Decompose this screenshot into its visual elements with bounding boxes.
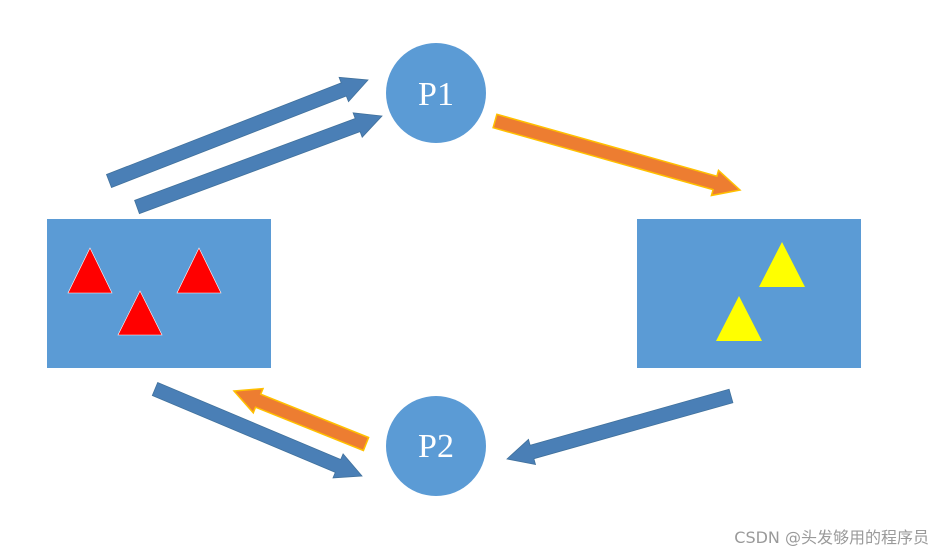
arrow-p1-to-right	[492, 113, 742, 197]
arrow-right-to-p2	[506, 388, 734, 466]
yellow-triangle	[716, 296, 762, 341]
red-triangle	[117, 290, 163, 336]
arrow-p2-to-left	[232, 387, 370, 452]
watermark-text: CSDN @头发够用的程序员	[734, 528, 929, 547]
arrow-layer	[105, 76, 742, 479]
right-buffer-box	[637, 219, 861, 368]
red-triangle	[176, 247, 222, 294]
node-p1-circle	[386, 43, 486, 143]
arrow-left-to-p2	[151, 381, 363, 479]
node-p2: P2	[386, 396, 486, 496]
arrow-left-to-p1-upper	[105, 76, 369, 189]
left-buffer-box	[47, 219, 271, 368]
node-p1-label: P1	[418, 76, 454, 113]
node-p1: P1	[386, 43, 486, 143]
node-p2-circle	[386, 396, 486, 496]
node-p2-label: P2	[418, 428, 454, 465]
left-buffer	[47, 219, 271, 368]
yellow-triangle	[759, 242, 805, 287]
red-triangle	[67, 247, 113, 294]
arrow-left-to-p1-lower	[134, 112, 383, 215]
right-buffer	[637, 219, 861, 368]
